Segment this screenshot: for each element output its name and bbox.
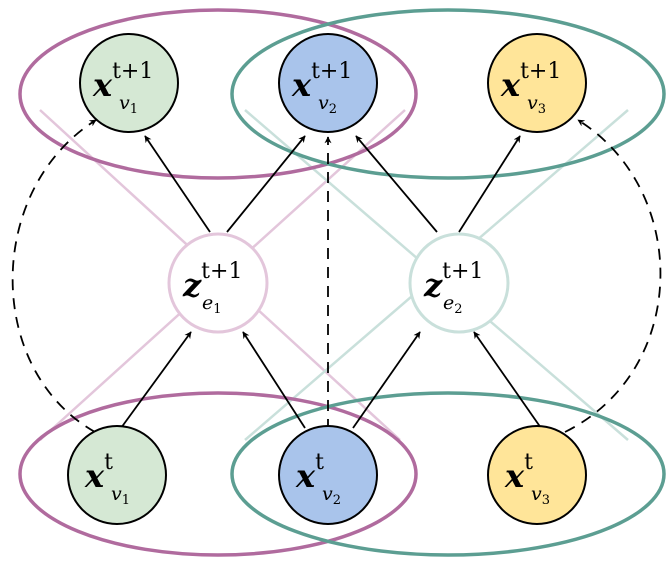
node-circle <box>487 33 587 133</box>
node-circle <box>278 33 378 133</box>
arrow-v1-to-e1 <box>120 331 192 429</box>
node-circle <box>278 425 378 525</box>
node-circle <box>487 425 587 525</box>
arrow-e2-to-v2 <box>355 135 438 233</box>
arrow-v2-to-e2 <box>352 331 421 429</box>
hyperedge-1-top-ellipse <box>18 8 418 180</box>
dashed-arrow-v1 <box>11 119 97 433</box>
arrow-v3-to-e2 <box>473 331 542 429</box>
node-circle <box>79 33 179 133</box>
arrow-e1-to-v1 <box>144 135 211 233</box>
dashed-arrow-v3 <box>564 119 662 433</box>
hyperedge-1-bottom-ellipse <box>18 391 418 557</box>
node-circle <box>67 425 167 525</box>
arrow-v2-to-e1 <box>242 331 306 429</box>
hyperedge-2-bottom-ellipse <box>230 391 666 557</box>
arrow-e1-to-v2 <box>226 135 306 233</box>
edge-node-circle <box>408 232 510 334</box>
arrow-e2-to-v3 <box>458 135 521 233</box>
hyperedge-2-top-ellipse <box>230 8 666 180</box>
edge-node-circle <box>167 232 269 334</box>
